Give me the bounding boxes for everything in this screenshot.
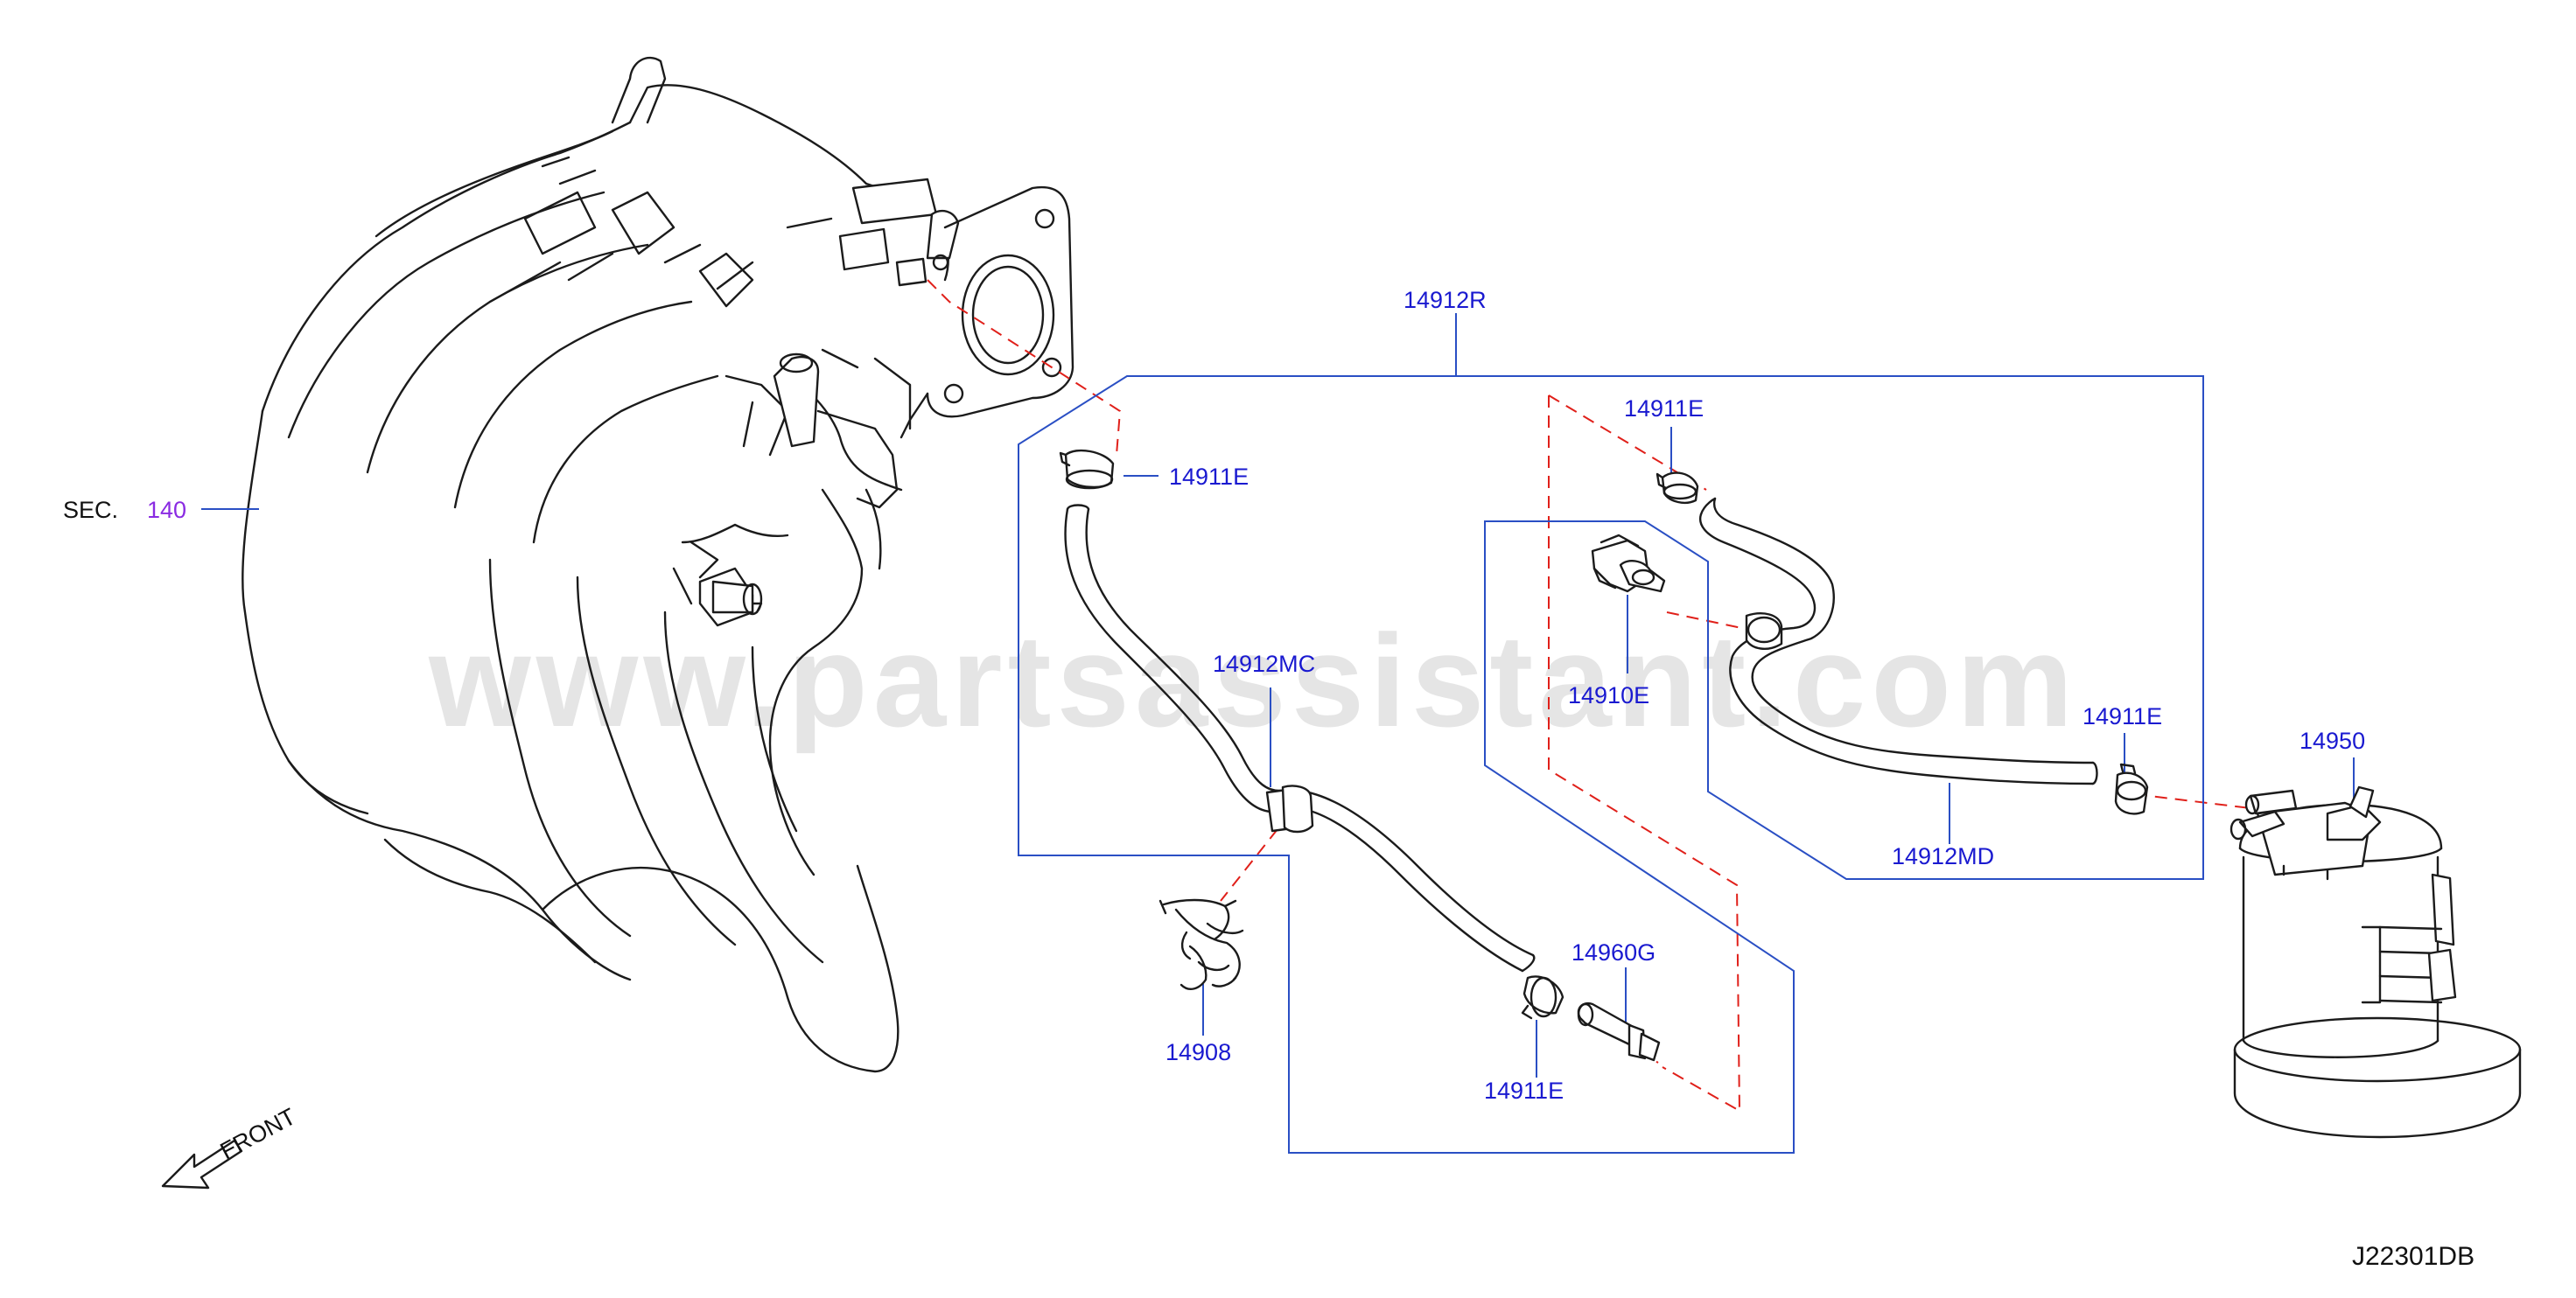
section-reference: SEC. 140: [63, 497, 259, 523]
front-label: FRONT: [216, 1103, 300, 1164]
front-arrow-icon: FRONT: [161, 1103, 300, 1190]
assembly-outline-boxes: [1018, 375, 2204, 1154]
label-14912R: 14912R: [1404, 287, 1487, 313]
label-14960G: 14960G: [1572, 939, 1656, 966]
part-labels: 14912R 14911E 14911E 14910E 14912MC 1491…: [1166, 287, 2365, 1104]
intake-manifold: [242, 56, 1074, 1073]
label-14911E-b: 14911E: [1484, 1078, 1564, 1104]
label-14911E-d: 14911E: [2082, 703, 2162, 729]
label-14912MD: 14912MD: [1892, 843, 1994, 869]
hose-14912MC: [1064, 504, 1536, 973]
canister-14950: [2230, 785, 2522, 1139]
bracket-14910E: [1591, 534, 1666, 593]
watermark-text: www.partsassistant.com: [428, 607, 2078, 754]
drawing-code: J22301DB: [2352, 1242, 2474, 1271]
label-14911E-c: 14911E: [1624, 395, 1704, 422]
sec-number: 140: [147, 497, 186, 523]
label-14950: 14950: [2300, 728, 2365, 754]
connector-14960G: [1577, 1001, 1661, 1062]
clamp-14911E-c-icon: [1656, 471, 1699, 504]
sec-prefix: SEC.: [63, 497, 118, 523]
leader-lines: [1124, 313, 2355, 1078]
clamp-14911E-d-icon: [2114, 763, 2149, 815]
clamp-14911E-b-icon: [1521, 975, 1564, 1020]
clamp-14911E-a-icon: [1059, 449, 1115, 490]
label-14911E-a: 14911E: [1169, 464, 1249, 490]
hose-14912MD: [1698, 497, 2098, 785]
label-14912MC: 14912MC: [1213, 651, 1315, 677]
valve-14908: [1158, 898, 1244, 990]
label-14910E: 14910E: [1568, 682, 1649, 708]
label-14908: 14908: [1166, 1039, 1231, 1065]
